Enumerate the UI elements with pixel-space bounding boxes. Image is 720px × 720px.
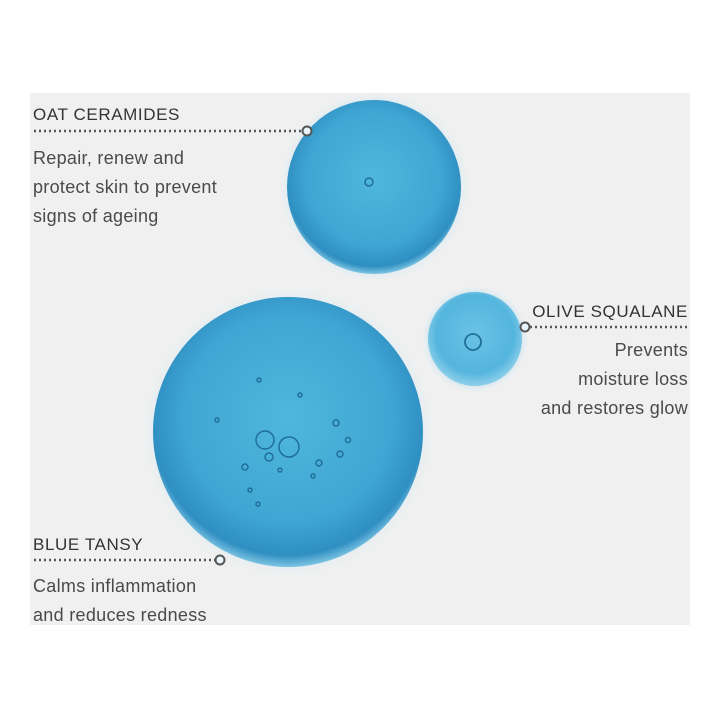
oat-ceramides-droplet [278, 91, 470, 283]
description-line: protect skin to prevent [33, 177, 217, 197]
leader-lines [34, 125, 688, 566]
oat-ceramides-label: OAT CERAMIDES [33, 105, 180, 124]
description-line: Prevents [614, 340, 688, 360]
blue-tansy-description: Calms inflammation and reduces redness [33, 572, 207, 630]
olive-squalane-description: Prevents moisture loss and restores glow [541, 336, 688, 423]
description-line: signs of ageing [33, 206, 159, 226]
blue-tansy-label: BLUE TANSY [33, 535, 144, 554]
description-line: and restores glow [540, 398, 688, 418]
description-line: Calms inflammation [33, 576, 197, 596]
description-line: and reduces redness [33, 605, 207, 625]
olive-squalane-label: OLIVE SQUALANE [532, 302, 688, 321]
description-line: Repair, renew and [33, 148, 185, 168]
description-line: moisture loss [578, 369, 688, 389]
blue-tansy-droplet [142, 286, 434, 578]
oat-ceramides-description: Repair, renew and protect skin to preven… [33, 144, 217, 231]
olive-squalane-droplet [421, 285, 529, 393]
